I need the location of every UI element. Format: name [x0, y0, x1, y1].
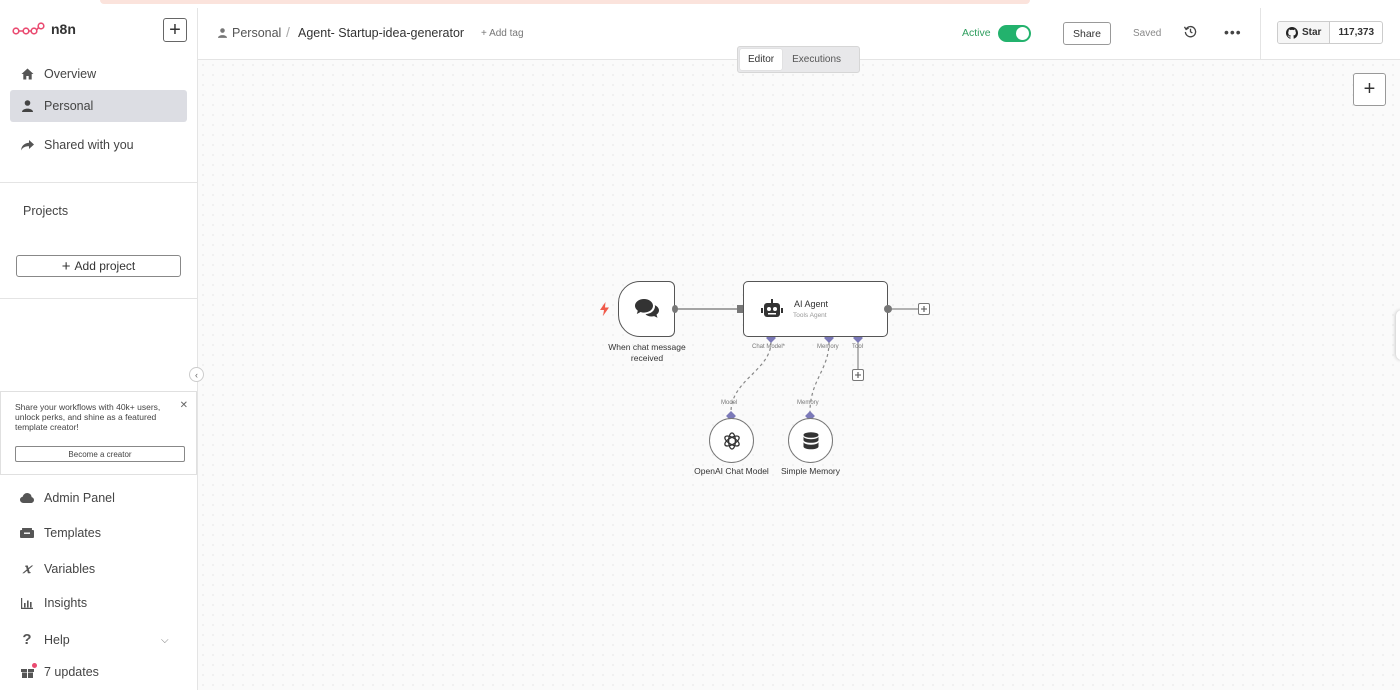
share-icon: [20, 139, 34, 151]
sidebar-item-help[interactable]: ? Help: [20, 631, 70, 648]
openai-node-label: OpenAI Chat Model: [694, 466, 769, 476]
sidebar-item-label: 7 updates: [44, 665, 99, 679]
openai-icon: [723, 431, 740, 450]
breadcrumb-separator: /: [286, 24, 290, 40]
home-icon: [20, 68, 34, 80]
github-star-widget[interactable]: Star 117,373: [1277, 21, 1384, 44]
sidebar-item-label: Templates: [44, 526, 101, 540]
create-button[interactable]: +: [163, 18, 187, 42]
n8n-logo-icon: [12, 22, 45, 35]
help-icon: ?: [22, 631, 32, 648]
n8n-logo[interactable]: n8n: [12, 21, 76, 37]
add-tag-link[interactable]: + Add tag: [481, 28, 524, 39]
plus-icon: +: [61, 257, 71, 275]
active-toggle[interactable]: [998, 25, 1031, 42]
breadcrumb-project[interactable]: Personal: [218, 26, 281, 40]
breadcrumb-project-label: Personal: [232, 26, 282, 40]
sidebar-item-admin-panel[interactable]: Admin Panel: [20, 491, 115, 505]
notification-dot: [32, 663, 37, 668]
more-options-icon[interactable]: •••: [1224, 24, 1242, 40]
memory-node-label: Simple Memory: [780, 466, 841, 476]
close-icon[interactable]: ✕: [179, 400, 188, 411]
trigger-lightning-icon: [600, 302, 609, 321]
variables-icon: 𝑥: [23, 561, 31, 577]
sidebar-item-label: Insights: [44, 596, 88, 610]
chevron-down-icon[interactable]: ⌵: [161, 635, 169, 646]
workflow-name[interactable]: Agent- Startup-idea-generator: [298, 26, 465, 40]
model-input-label: Model: [721, 400, 738, 406]
sidebar-divider: [0, 298, 197, 299]
collapse-sidebar-button[interactable]: ‹: [189, 367, 204, 382]
add-project-label: Add project: [74, 259, 136, 273]
right-panel-handle[interactable]: [1396, 310, 1400, 360]
sidebar-item-overview[interactable]: Overview: [10, 58, 187, 90]
sidebar-item-personal[interactable]: Personal: [10, 90, 187, 122]
header-divider: [1260, 8, 1261, 60]
sidebar-item-templates[interactable]: Templates: [20, 526, 101, 540]
logo-text: n8n: [51, 21, 76, 37]
workflow-canvas[interactable]: [198, 60, 1400, 690]
sidebar-item-label: Overview: [44, 67, 97, 81]
tab-executions[interactable]: Executions: [792, 54, 842, 65]
simple-memory-node[interactable]: [788, 418, 833, 463]
agent-output-port[interactable]: [884, 305, 892, 313]
templates-icon: [20, 528, 34, 538]
add-node-button[interactable]: +: [1353, 73, 1386, 106]
sidebar-item-variables[interactable]: 𝑥 Variables: [20, 561, 95, 577]
sidebar-item-updates[interactable]: 7 updates: [20, 663, 99, 679]
chat-trigger-node[interactable]: [618, 281, 675, 337]
ai-agent-subtitle: Tools Agent: [793, 312, 827, 319]
share-button[interactable]: Share: [1063, 22, 1111, 45]
github-icon: [1286, 26, 1298, 39]
become-creator-button[interactable]: Become a creator: [15, 446, 185, 462]
editor-tabs: Editor Executions: [737, 46, 860, 73]
history-icon[interactable]: [1183, 25, 1197, 43]
toggle-knob: [1016, 27, 1029, 40]
saved-status: Saved: [1133, 28, 1162, 39]
star-label: Star: [1302, 27, 1322, 38]
sidebar-item-label: Admin Panel: [44, 491, 115, 505]
memory-input-label: Memory: [797, 400, 819, 406]
robot-icon: [761, 299, 783, 324]
active-label: Active: [962, 27, 991, 39]
tool-port-label: Tool: [852, 344, 864, 350]
sidebar-item-label: Shared with you: [44, 138, 134, 152]
sidebar-item-label: Variables: [44, 562, 96, 576]
promo-text: Share your workflows with 40k+ users, un…: [15, 402, 161, 432]
github-star-button[interactable]: Star: [1278, 22, 1331, 43]
creator-promo: Share your workflows with 40k+ users, un…: [0, 391, 197, 475]
sidebar-divider: [0, 182, 197, 183]
memory-port-label: Memory: [817, 344, 839, 350]
user-icon: [218, 28, 227, 38]
sidebar: n8n + Overview Personal Shared with you …: [0, 8, 198, 690]
insights-icon: [20, 597, 34, 609]
chat-icon: [634, 299, 659, 318]
projects-heading: Projects: [23, 204, 69, 218]
sidebar-item-insights[interactable]: Insights: [20, 596, 87, 610]
openai-model-node[interactable]: [709, 418, 754, 463]
tab-editor[interactable]: Editor: [740, 49, 783, 70]
user-icon: [20, 100, 34, 112]
add-project-button[interactable]: + Add project: [16, 255, 181, 277]
cloud-icon: [20, 493, 34, 503]
trigger-output-port[interactable]: [672, 305, 678, 313]
sidebar-item-shared[interactable]: Shared with you: [10, 129, 187, 161]
sidebar-item-label: Help: [44, 632, 70, 647]
database-icon: [803, 431, 818, 449]
gift-icon: [20, 663, 37, 678]
trigger-node-label: When chat message received: [608, 342, 686, 363]
top-banner-strip: [0, 0, 1400, 8]
chat-model-port-label: Chat Model*: [752, 344, 786, 350]
star-count[interactable]: 117,373: [1338, 27, 1375, 38]
ai-agent-title: AI Agent: [794, 299, 829, 309]
sidebar-item-label: Personal: [44, 99, 94, 113]
